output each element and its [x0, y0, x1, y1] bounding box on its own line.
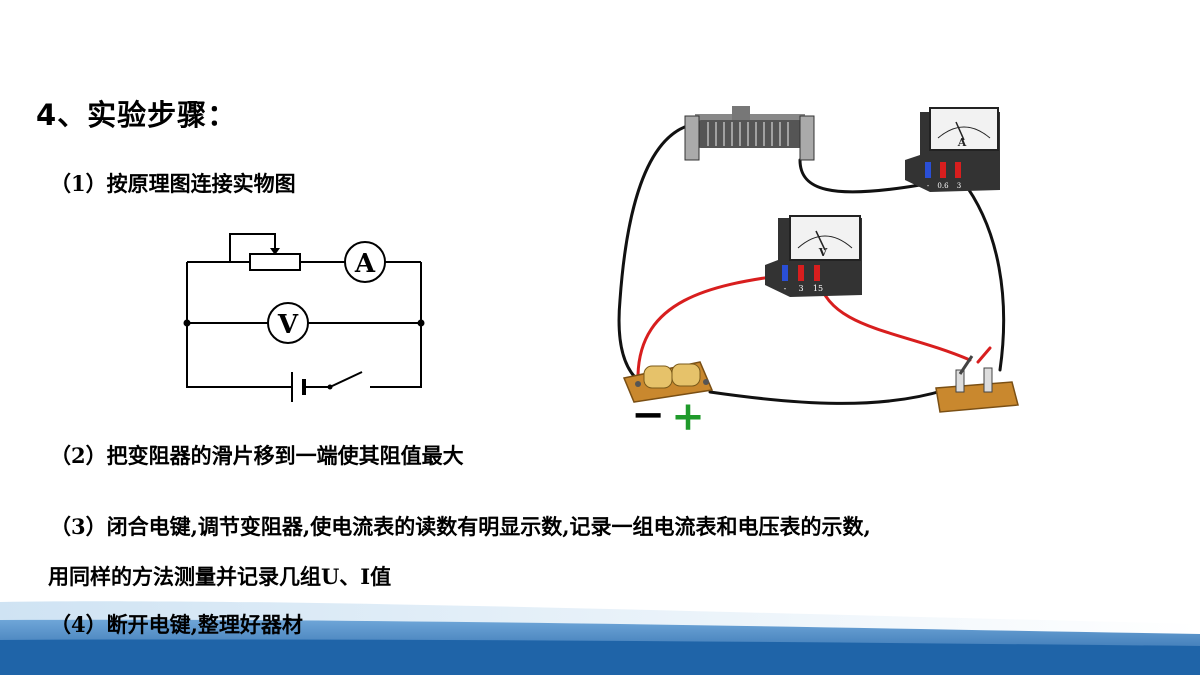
step-3-line-2: 用同样的方法测量并记录几组U、I值 [48, 564, 392, 589]
voltmeter-terminal-neg: - [784, 284, 787, 293]
switch-device[interactable] [935, 355, 1019, 413]
ammeter-face-label: A [957, 136, 967, 149]
voltmeter-terminal-15: 15 [813, 284, 823, 293]
rheostat-device [684, 106, 815, 161]
battery-negative-sign: − [631, 391, 665, 435]
schematic-ammeter [344, 241, 386, 283]
apparatus-diagram: A - 0.6 3 V - 3 15 [617, 106, 1019, 435]
slider-arrow-icon [270, 248, 280, 255]
battery-positive-sign: + [671, 393, 705, 435]
ammeter-device[interactable]: A - 0.6 3 [905, 107, 1000, 192]
schematic-voltmeter [267, 302, 309, 344]
footer-wave [0, 601, 1200, 675]
circuit-schematic: A V [183, 233, 425, 402]
voltmeter-face-label: V [818, 246, 828, 259]
schematic-ammeter-label: A [354, 249, 376, 279]
voltmeter-terminal-3: 3 [798, 284, 803, 293]
ammeter-terminal-3: 3 [957, 182, 961, 190]
step-4: （4）断开电键,整理好器材 [50, 612, 303, 637]
voltmeter-device[interactable]: V - 3 15 [765, 215, 862, 297]
rheostat-symbol [249, 253, 301, 271]
section-title: 4、实验步骤： [36, 98, 238, 132]
step-1: （1）按原理图连接实物图 [50, 171, 296, 196]
battery-holder [622, 361, 714, 403]
ammeter-terminal-neg: - [927, 182, 930, 190]
ammeter-terminal-06: 0.6 [937, 182, 949, 190]
step-3-line-1: （3）闭合电键,调节变阻器,使电流表的读数有明显示数,记录一组电流表和电压表的示… [50, 514, 871, 539]
step-2: （2）把变阻器的滑片移到一端使其阻值最大 [50, 443, 464, 468]
schematic-voltmeter-label: V [277, 310, 299, 340]
